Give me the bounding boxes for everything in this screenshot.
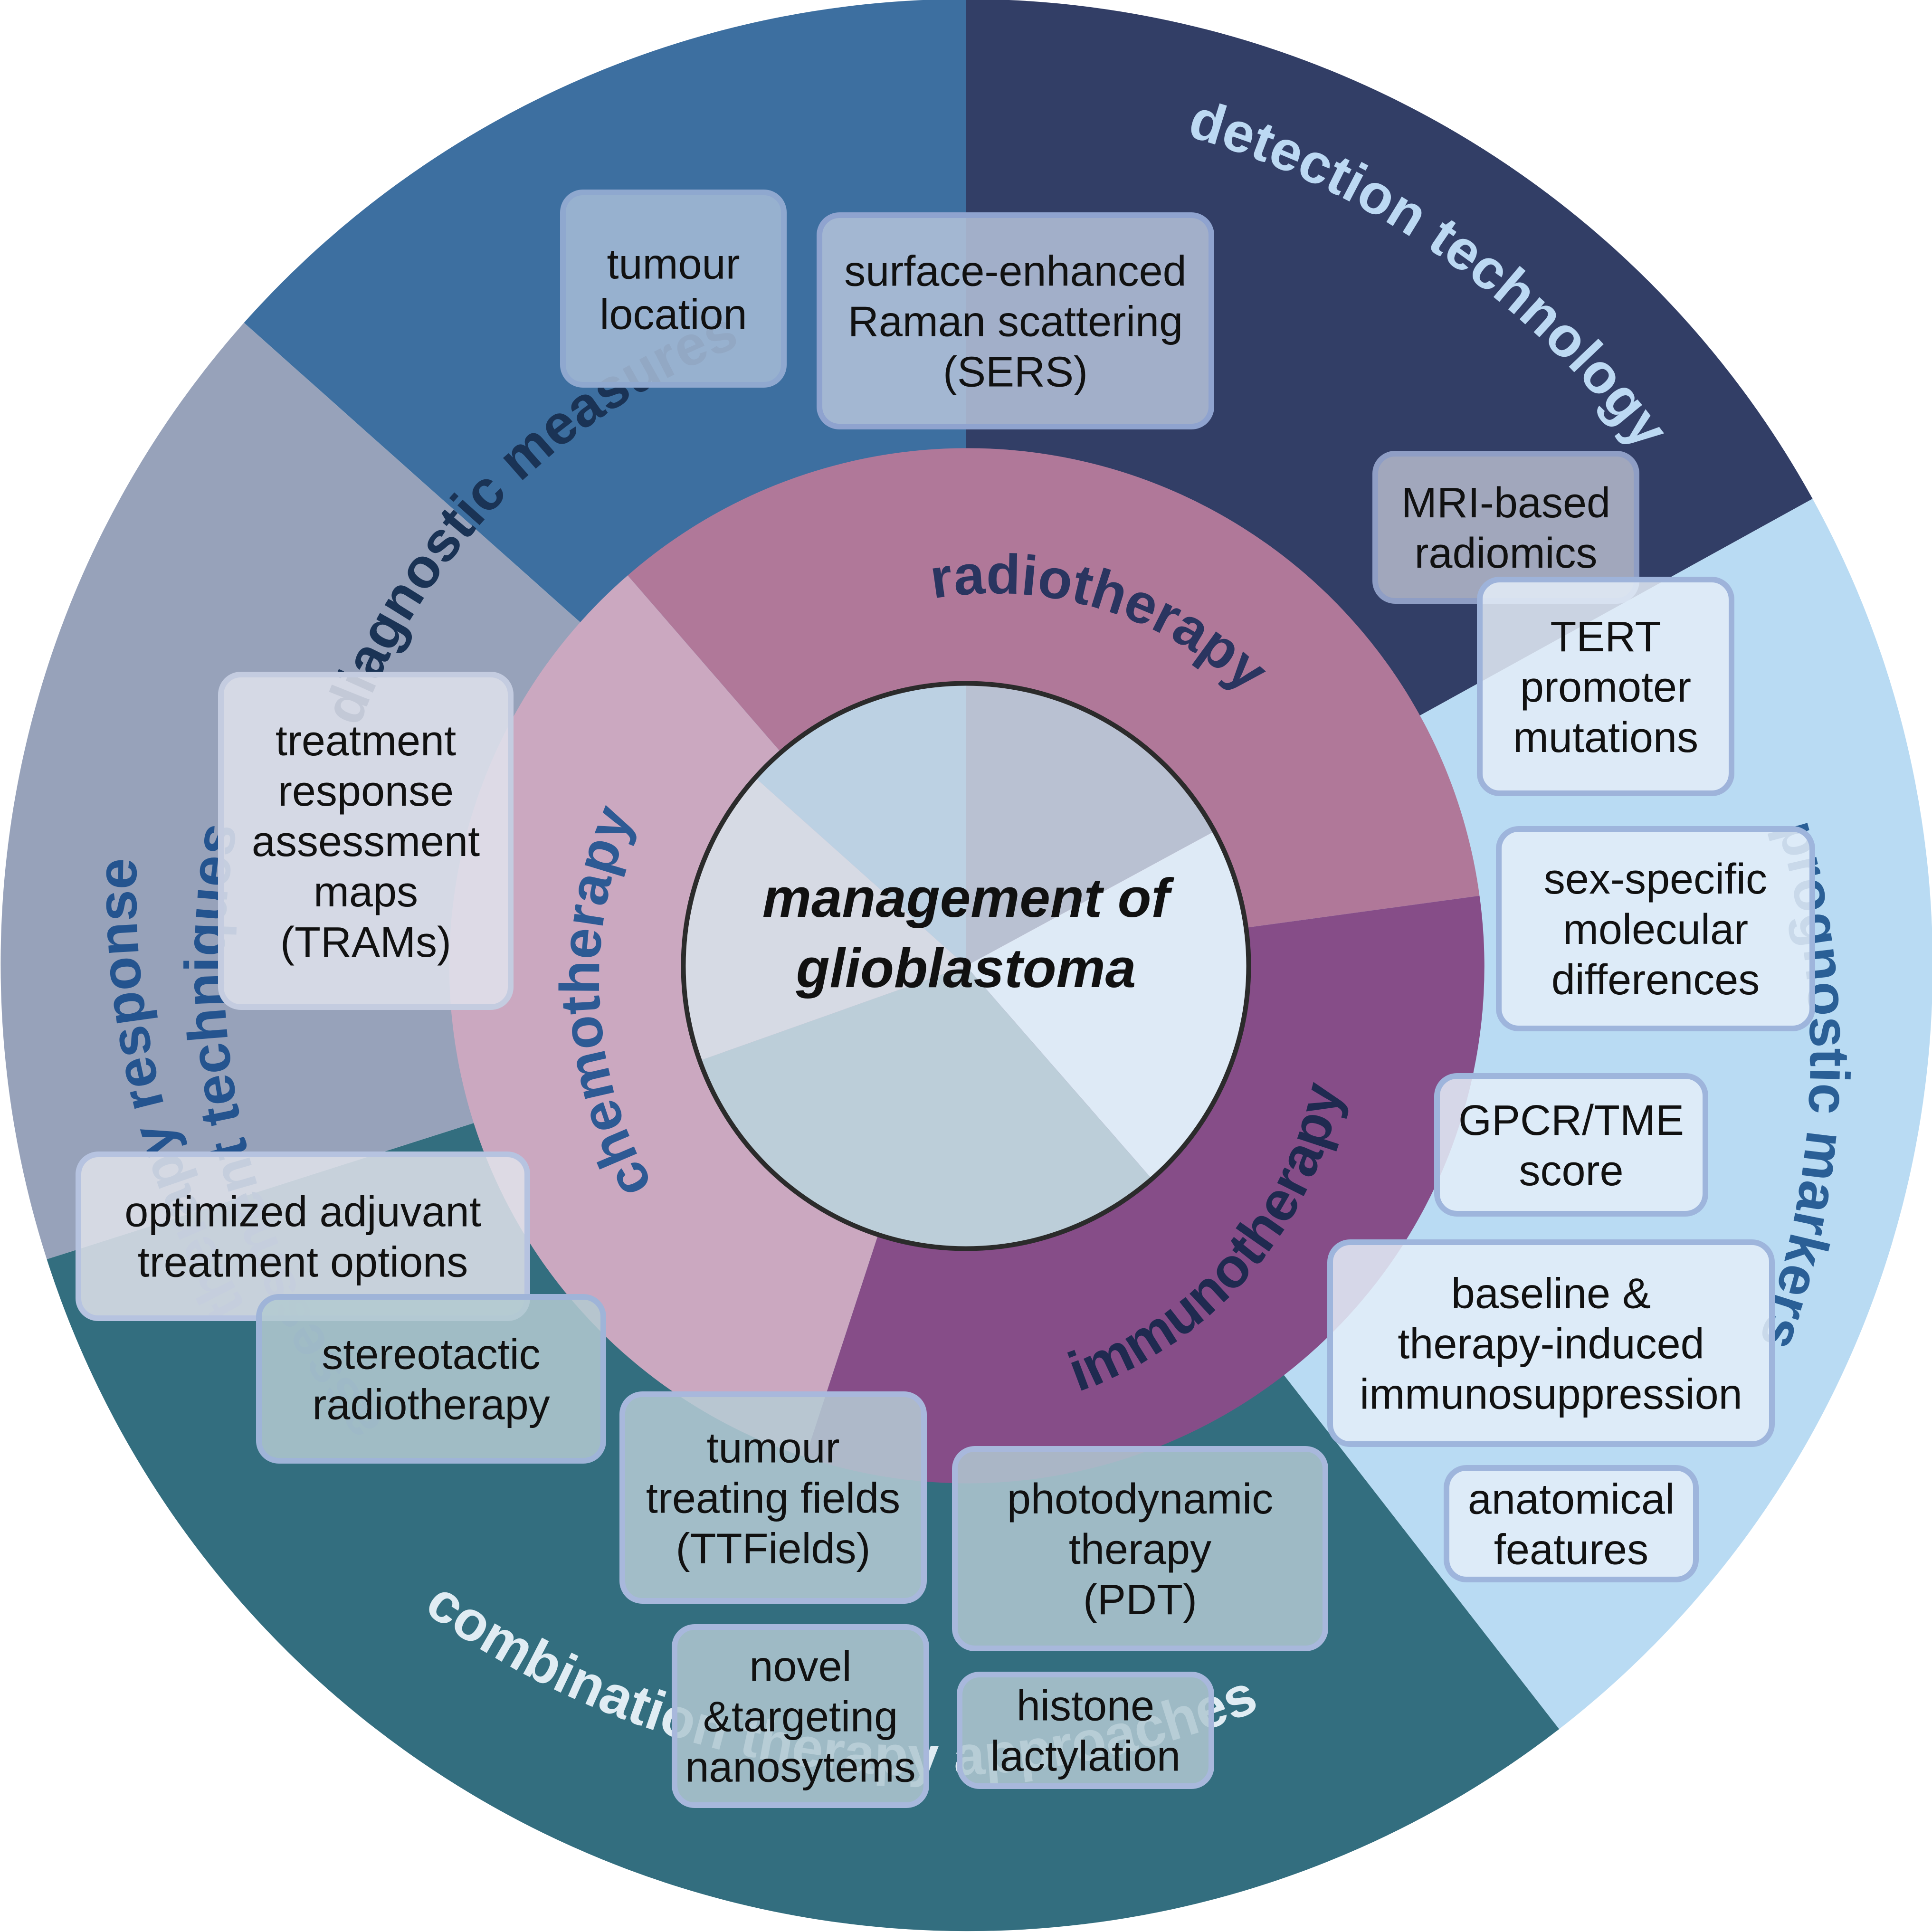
box-trams-line-5: (TRAMs) — [280, 919, 451, 966]
box-anatomical-line-2: features — [1494, 1526, 1648, 1574]
center-outline — [681, 681, 1251, 1251]
box-adjuvant-line-2: treatment options — [138, 1239, 468, 1286]
box-tumour-location-frame — [560, 190, 787, 388]
center-wedge-diagnostic — [755, 683, 966, 966]
box-nanosystems-line-1: novel — [749, 1643, 851, 1691]
box-gpcr-tme-frame — [1434, 1073, 1708, 1217]
box-nanosystems-frame — [672, 1624, 929, 1808]
box-tert-line-3: mutations — [1513, 714, 1698, 761]
box-stereotactic-line-2: radiotherapy — [312, 1381, 550, 1429]
box-immunosuppression-line-3: immunosuppression — [1360, 1371, 1742, 1418]
box-sers-line-1: surface-enhanced — [844, 248, 1186, 295]
box-trams-line-3: assessment — [252, 818, 480, 866]
box-histone-line-2: lactylation — [990, 1733, 1180, 1780]
box-tert-line-2: promoter — [1520, 664, 1691, 711]
box-tumour-location-line-1: tumour — [607, 241, 740, 288]
box-pdt-line-3: (PDT) — [1083, 1576, 1197, 1624]
box-immunosuppression-line-2: therapy-induced — [1398, 1321, 1704, 1368]
box-mri-radiomics-line-1: MRI-based — [1401, 479, 1610, 527]
box-ttfields-line-3: (TTFields) — [676, 1525, 871, 1573]
box-pdt-line-1: photodynamic — [1007, 1475, 1273, 1523]
box-nanosystems-line-2: &targeting — [703, 1694, 898, 1741]
box-ttfields-frame — [619, 1391, 927, 1604]
box-sex-specific-frame — [1496, 826, 1815, 1031]
center-wedge-prognostic — [966, 831, 1249, 1179]
box-sers-line-3: (SERS) — [943, 349, 1088, 396]
box-ttfields-line-2: treating fields — [646, 1475, 900, 1523]
box-tert-frame — [1477, 577, 1734, 796]
box-trams-line-4: maps — [314, 868, 418, 916]
box-tert-line-1: TERT — [1550, 613, 1661, 661]
box-pdt-frame — [952, 1446, 1328, 1651]
box-anatomical-frame — [1444, 1465, 1699, 1582]
box-adjuvant-line-1: optimized adjuvant — [124, 1189, 481, 1236]
box-sers-line-2: Raman scattering — [848, 298, 1183, 346]
box-immunosuppression-frame — [1327, 1239, 1775, 1447]
box-gpcr-tme-line-2: score — [1519, 1147, 1623, 1195]
box-immunosuppression-line-1: baseline & — [1451, 1270, 1651, 1318]
box-trams-line-1: treatment — [276, 717, 456, 765]
box-adjuvant-frame — [76, 1152, 530, 1321]
box-gpcr-tme-line-1: GPCR/TME — [1458, 1097, 1684, 1144]
box-mri-radiomics-line-2: radiomics — [1414, 530, 1597, 577]
box-histone-line-1: histone — [1017, 1683, 1154, 1730]
box-stereotactic-frame — [256, 1294, 606, 1464]
box-pdt-line-2: therapy — [1069, 1526, 1211, 1573]
center-title-line1: management of — [762, 867, 1175, 929]
box-anatomical-line-1: anatomical — [1468, 1476, 1675, 1523]
box-ttfields-line-1: tumour — [706, 1425, 839, 1472]
box-trams-frame — [218, 672, 514, 1010]
box-immunosuppression: baseline &therapy-inducedimmunosuppressi… — [1327, 1239, 1775, 1447]
box-sex-specific-line-1: sex-specific — [1544, 856, 1767, 903]
center-wedge-response — [683, 777, 966, 1061]
box-sex-specific-line-3: differences — [1551, 956, 1760, 1004]
box-histone-frame — [957, 1672, 1214, 1789]
box-nanosystems-line-3: nanosytems — [685, 1744, 915, 1791]
center-disc: management of glioblastoma — [681, 681, 1251, 1251]
center-wedge-combination — [699, 966, 1152, 1249]
box-tumour-location-line-2: location — [600, 291, 747, 339]
center-title-line2: glioblastoma — [796, 937, 1136, 999]
box-stereotactic-line-1: stereotactic — [322, 1331, 540, 1379]
box-trams-line-2: response — [278, 768, 454, 815]
box-sers-frame — [817, 212, 1214, 429]
box-sex-specific-line-2: molecular — [1563, 906, 1748, 953]
